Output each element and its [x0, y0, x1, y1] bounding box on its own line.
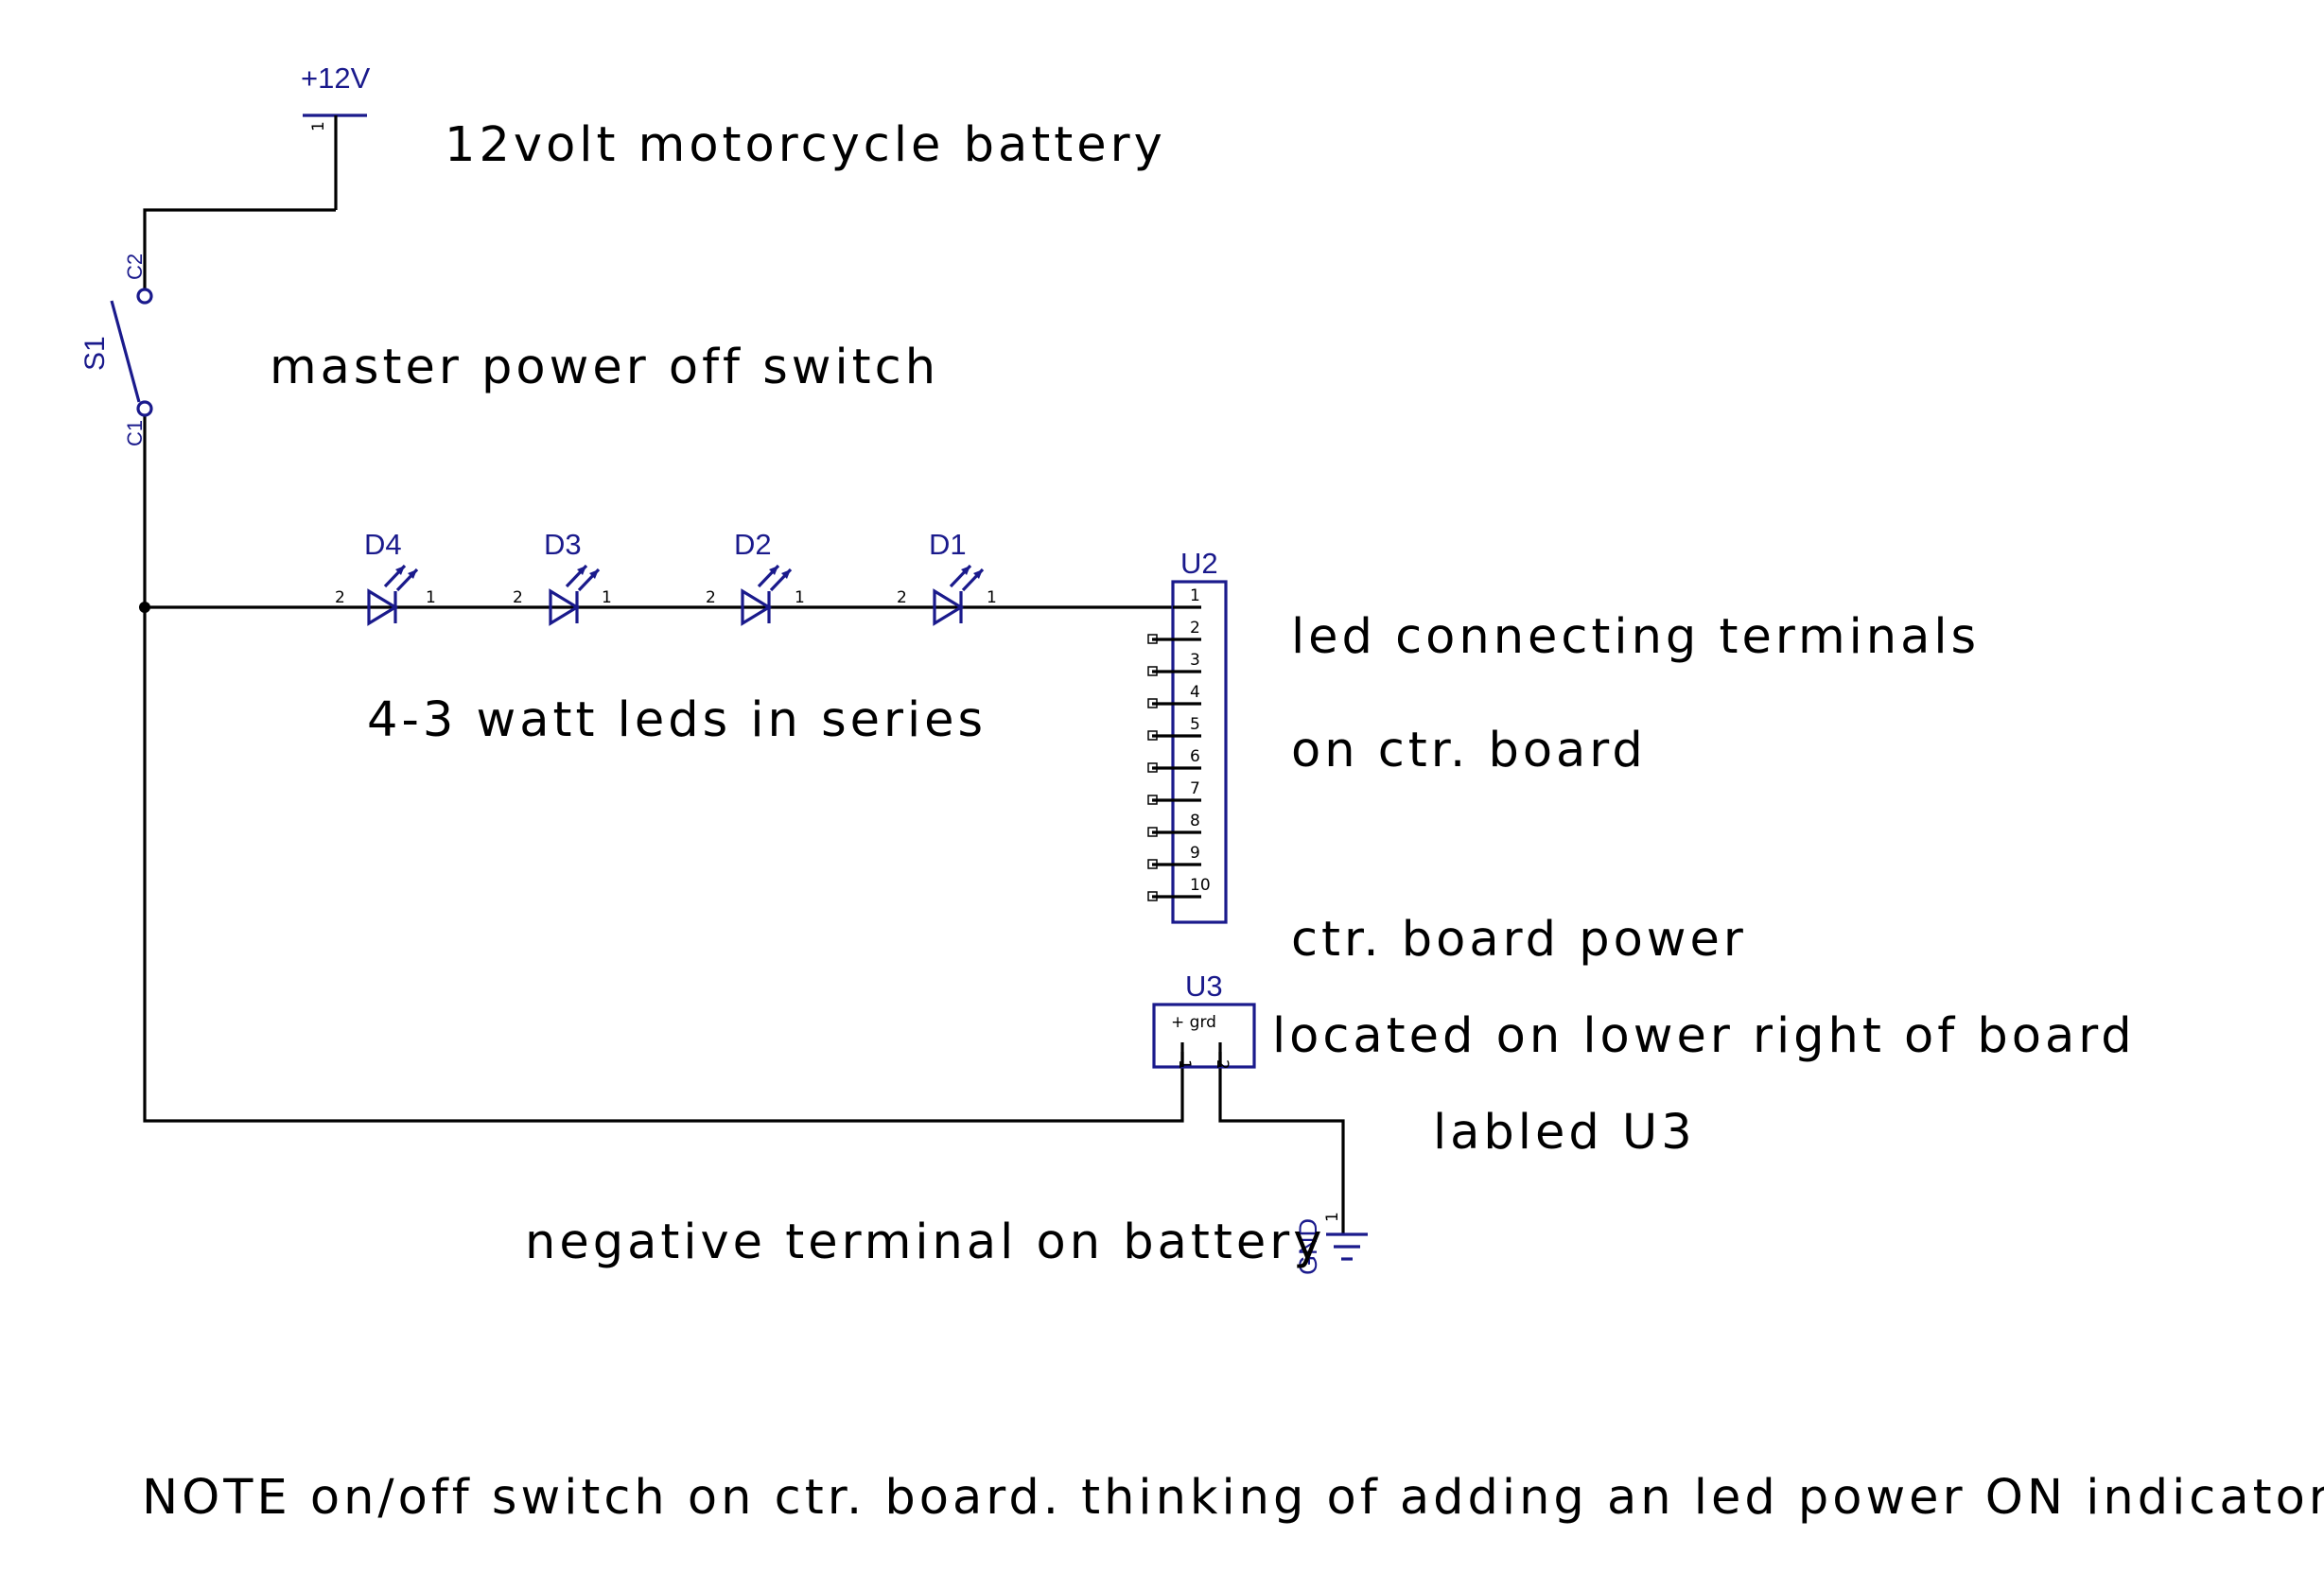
- led-ref: D3: [544, 528, 582, 561]
- u2-pin-label: 2: [1190, 619, 1200, 638]
- u2-pin-terminal: [1147, 666, 1158, 676]
- u2-pin-row: 2: [1147, 619, 1201, 644]
- u2-pin-row: 3: [1147, 651, 1201, 676]
- led-pin-cathode: 1: [602, 588, 612, 607]
- led-d3: D3 2 1: [513, 528, 612, 626]
- led-ref: D2: [734, 528, 772, 561]
- u2-pin-terminal: [1147, 827, 1158, 837]
- u2-pin-label: 7: [1190, 779, 1200, 798]
- u2-pin-label: 6: [1190, 747, 1200, 766]
- u2-pin-row: 6: [1147, 747, 1201, 773]
- led-pin-cathode: 1: [426, 588, 436, 607]
- u2-pin-row: 7: [1147, 779, 1201, 805]
- u2-pin-row: 4: [1147, 683, 1201, 708]
- u2-pin-row: 10: [1147, 876, 1211, 901]
- u2-ref: U2: [1180, 547, 1218, 580]
- led-ref: D1: [929, 528, 967, 561]
- switch-s1: C2 C1 S1: [79, 253, 153, 446]
- u2-pin-label: 9: [1190, 844, 1200, 863]
- u2-pin-label: 10: [1190, 876, 1211, 895]
- u2-pins: 1 2 3 4 5 6 7 8 9 10: [1147, 586, 1211, 901]
- u2-note-1: led connecting terminals: [1291, 609, 1980, 665]
- supply-symbol: 1 +12V: [301, 61, 371, 210]
- led-d2: D2 2 1: [706, 528, 805, 626]
- junction-dot: [139, 602, 150, 613]
- connector-u3: U3 + grd 1 2: [1152, 970, 1256, 1070]
- led-ref: D4: [364, 528, 402, 561]
- led-pin-cathode: 1: [795, 588, 805, 607]
- u2-note-2: on ctr. board: [1291, 723, 1647, 778]
- gnd-note: negative terminal on battery: [525, 1215, 1325, 1270]
- battery-note: 12volt motorcycle battery: [445, 117, 1166, 173]
- switch-note: master power off switch: [270, 340, 939, 395]
- u2-pin-label: 8: [1190, 812, 1200, 830]
- u3-note-1: ctr. board power: [1291, 912, 1747, 968]
- switch-ref: S1: [79, 336, 111, 371]
- connector-u2: U2 1 2 3 4 5 6 7 8 9 10: [1147, 547, 1228, 924]
- u2-pin-terminal: [1147, 859, 1158, 869]
- u3-pin-1: 1: [1175, 1059, 1194, 1070]
- gnd-label: GND: [1294, 1218, 1322, 1275]
- led-pin-anode: 2: [706, 588, 716, 607]
- led-pin-anode: 2: [513, 588, 523, 607]
- u2-pin-terminal: [1147, 634, 1158, 644]
- u3-body-label: + grd: [1171, 1013, 1216, 1032]
- u2-pin-terminal: [1147, 762, 1158, 773]
- u2-pin-terminal: [1147, 891, 1158, 901]
- u3-note-2: located on lower right of board: [1272, 1008, 2136, 1064]
- led-pin-cathode: 1: [987, 588, 997, 607]
- u2-pin-row: 8: [1147, 812, 1201, 837]
- switch-pin-c1: C1: [123, 420, 147, 446]
- switch-pin-c2: C2: [123, 253, 147, 280]
- u2-pin-label: 1: [1190, 586, 1200, 605]
- u2-pin-row: 1: [1173, 586, 1201, 609]
- u2-pin-label: 3: [1190, 651, 1200, 670]
- u2-pin-terminal: [1147, 795, 1158, 805]
- gnd-pin: 1: [1323, 1212, 1342, 1222]
- u2-pin-terminal: [1147, 730, 1158, 741]
- u3-pin-2: 2: [1213, 1059, 1232, 1070]
- led-pin-anode: 2: [335, 588, 345, 607]
- u2-pin-row: 5: [1147, 715, 1201, 741]
- u3-note-3: labled U3: [1433, 1105, 1696, 1161]
- ground-symbol: 1 GND: [1294, 1212, 1368, 1275]
- led-d1: D1 2 1: [897, 528, 997, 626]
- u3-ref: U3: [1185, 970, 1223, 1003]
- wires: [139, 208, 1345, 1234]
- leds-note: 4-3 watt leds in series: [367, 692, 987, 748]
- footer-note: NOTE on/off switch on ctr. board. thinki…: [142, 1470, 2324, 1526]
- u2-pin-label: 5: [1190, 715, 1200, 734]
- led-pin-anode: 2: [897, 588, 907, 607]
- svg-text:1: 1: [309, 121, 328, 131]
- u2-pin-label: 4: [1190, 683, 1200, 702]
- u2-pin-row: 9: [1147, 844, 1201, 869]
- led-d4: D4 2 1: [335, 528, 436, 626]
- supply-label: +12V: [301, 61, 371, 95]
- u2-pin-terminal: [1147, 698, 1158, 708]
